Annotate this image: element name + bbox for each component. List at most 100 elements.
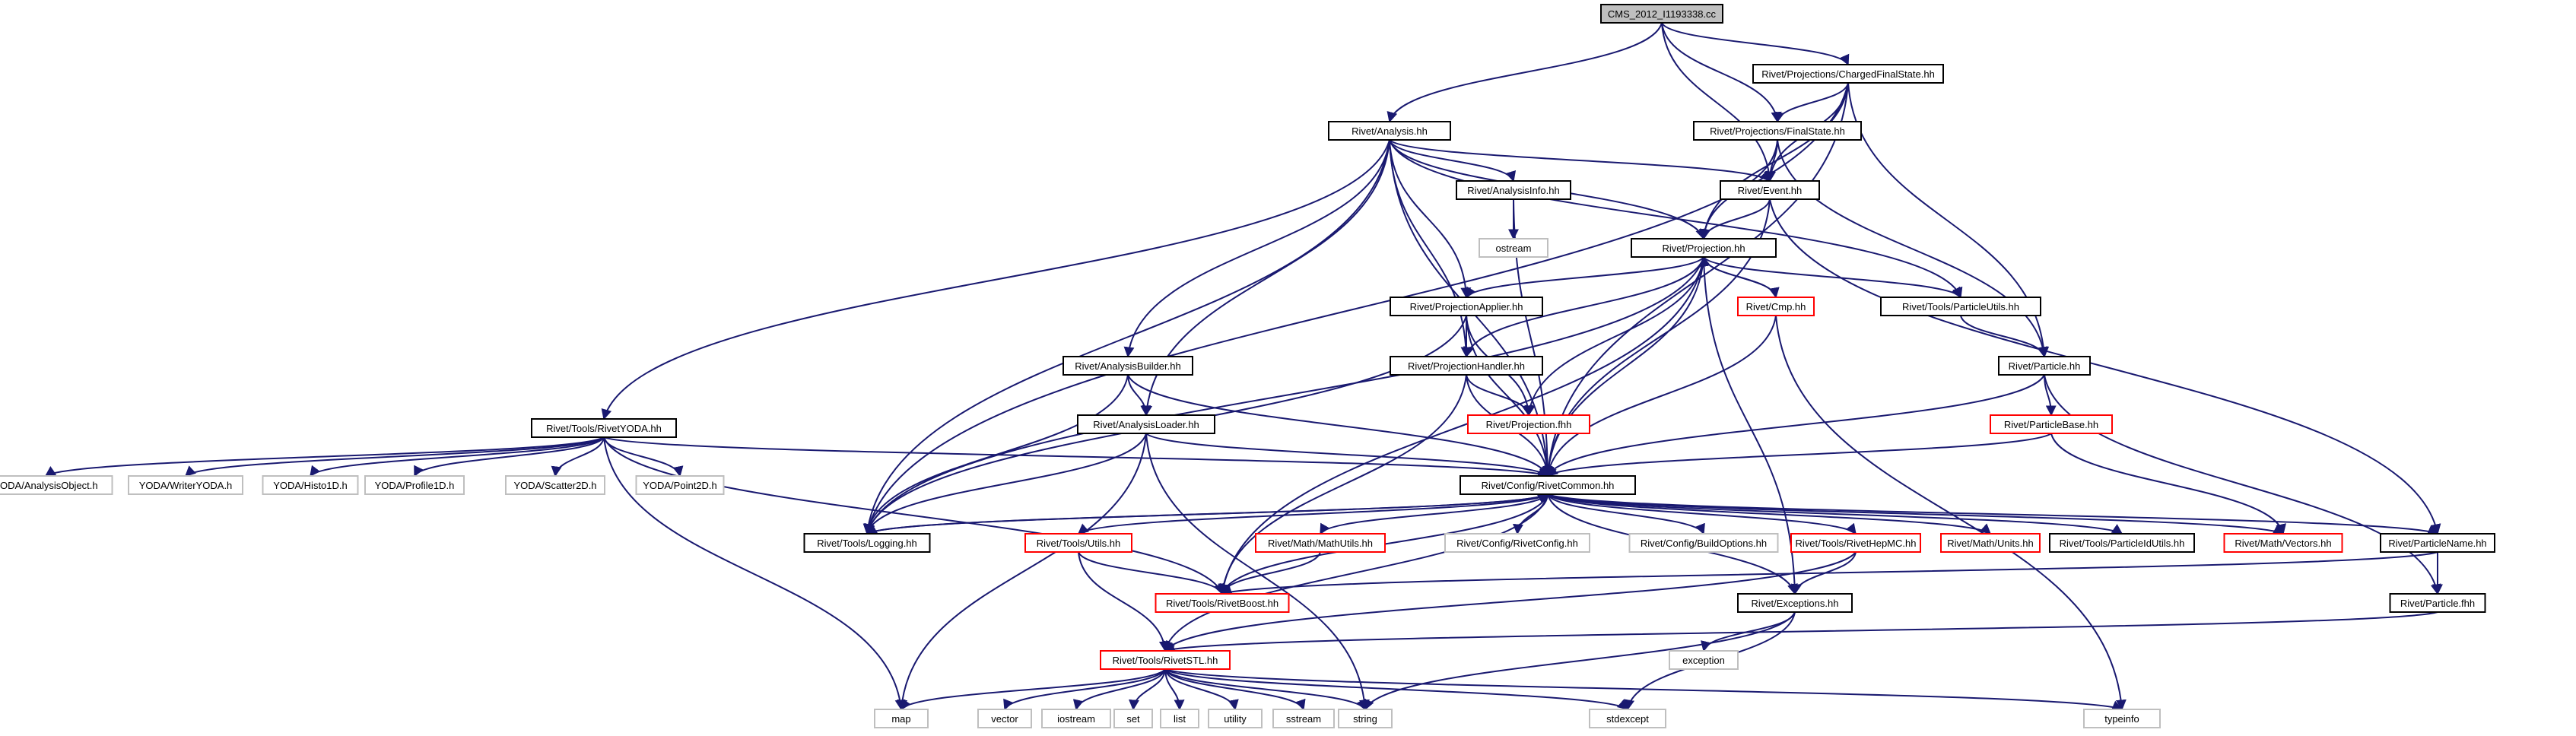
node-box (1062, 356, 1193, 376)
node-stdexcept: stdexcept (1589, 709, 1666, 728)
edge-projection-to-papplier (1466, 256, 1704, 299)
node-label: Rivet/Tools/Utils.hh (1037, 538, 1121, 549)
node-projection[interactable]: Rivet/Projection.hh (1631, 238, 1777, 258)
node-box (1041, 709, 1111, 728)
node-box (1589, 709, 1666, 728)
edge-putils-to-particle (1960, 315, 2048, 358)
node-utils[interactable]: Rivet/Tools/Utils.hh (1024, 533, 1132, 553)
node-label: Rivet/Config/BuildOptions.hh (1641, 538, 1767, 549)
edge-aloader-to-logging (864, 433, 1147, 535)
edge-projection-to-logging (865, 256, 1704, 535)
edge-stl-to-stdexcept (1164, 668, 1629, 710)
node-event[interactable]: Rivet/Event.hh (1720, 180, 1820, 200)
node-box (1390, 356, 1543, 376)
edge-analysis-to-ainfo (1389, 139, 1516, 182)
node-putils[interactable]: Rivet/Tools/ParticleUtils.hh (1880, 297, 2041, 316)
node-box (2380, 533, 2495, 553)
node-label: map (891, 713, 910, 725)
node-cmp[interactable]: Rivet/Cmp.hh (1737, 297, 1815, 316)
node-label: Rivet/Math/Vectors.hh (2235, 538, 2331, 549)
edge-fs-to-particle (1777, 139, 2049, 358)
edge-analysis-to-phandler (1389, 139, 1472, 358)
edge-common-to-bopts (1547, 493, 1705, 535)
node-label: vector (991, 713, 1018, 725)
node-yh1: YODA/Histo1D.h (262, 475, 359, 495)
node-logging[interactable]: Rivet/Tools/Logging.hh (803, 533, 931, 553)
node-fs[interactable]: Rivet/Projections/FinalState.hh (1693, 121, 1862, 141)
edge-stl-to-vector (1003, 668, 1166, 711)
node-vectors[interactable]: Rivet/Math/Vectors.hh (2223, 533, 2343, 553)
node-label: YODA/Histo1D.h (273, 480, 348, 491)
edge-root-to-analysis (1386, 22, 1663, 123)
node-label: string (1353, 713, 1377, 725)
node-box (1100, 650, 1231, 670)
node-ostream: ostream (1479, 238, 1548, 258)
node-box (1272, 709, 1335, 728)
edge-stl-to-list (1164, 668, 1185, 711)
node-rivetyoda[interactable]: Rivet/Tools/RivetYODA.hh (531, 418, 677, 438)
edge-stl-to-typeinfo (1164, 668, 2123, 711)
node-common[interactable]: Rivet/Config/RivetCommon.hh (1460, 475, 1636, 495)
edge-aloader-to-common (1145, 433, 1548, 477)
node-root[interactable]: CMS_2012_I1193338.cc (1600, 4, 1723, 24)
node-pidutils[interactable]: Rivet/Tools/ParticleIdUtils.hh (2049, 533, 2195, 553)
node-cfs[interactable]: Rivet/Projections/ChargedFinalState.hh (1752, 64, 1944, 84)
node-pfhh[interactable]: Rivet/Particle.fhh (2389, 593, 2486, 613)
node-box (531, 418, 677, 438)
node-label: ostream (1496, 243, 1532, 254)
node-boost[interactable]: Rivet/Tools/RivetBoost.hh (1155, 593, 1290, 613)
node-box (364, 475, 465, 495)
node-aloader[interactable]: Rivet/AnalysisLoader.hh (1077, 414, 1215, 434)
node-typeinfo: typeinfo (2083, 709, 2161, 728)
edge-utils-to-stl (1078, 551, 1170, 652)
node-abuilder[interactable]: Rivet/AnalysisBuilder.hh (1062, 356, 1193, 376)
node-pbase[interactable]: Rivet/ParticleBase.hh (1990, 414, 2113, 434)
node-ainfo[interactable]: Rivet/AnalysisInfo.hh (1456, 180, 1571, 200)
node-phandler[interactable]: Rivet/ProjectionHandler.hh (1390, 356, 1543, 376)
node-label: YODA/WriterYODA.h (139, 480, 233, 491)
node-yao: YODA/AnalysisObject.h (0, 475, 113, 495)
edge-stl-to-map (900, 668, 1166, 711)
node-analysis[interactable]: Rivet/Analysis.hh (1328, 121, 1451, 141)
node-projfhh[interactable]: Rivet/Projection.fhh (1467, 414, 1590, 434)
node-box (874, 709, 929, 728)
node-box (2083, 709, 2161, 728)
node-label: exception (1682, 655, 1725, 666)
edge-projection-to-boost (1218, 256, 1704, 595)
node-label: list (1174, 713, 1186, 725)
node-mathutils[interactable]: Rivet/Math/MathUtils.hh (1255, 533, 1386, 553)
edge-rivetyoda-to-yh1 (310, 436, 605, 477)
node-papplier[interactable]: Rivet/ProjectionApplier.hh (1390, 297, 1543, 316)
edge-pname-to-boost (1221, 551, 2438, 596)
node-box (128, 475, 243, 495)
node-map: map (874, 709, 929, 728)
node-exceptions[interactable]: Rivet/Exceptions.hh (1737, 593, 1853, 613)
node-hepmc[interactable]: Rivet/Tools/RivetHepMC.hh (1790, 533, 1921, 553)
node-pname[interactable]: Rivet/ParticleName.hh (2380, 533, 2495, 553)
node-units[interactable]: Rivet/Math/Units.hh (1940, 533, 2041, 553)
node-label: Rivet/ProjectionApplier.hh (1410, 301, 1523, 312)
edge-common-to-stl (1162, 493, 1548, 652)
node-box (1628, 533, 1779, 553)
edge-projection-to-common (1542, 256, 1704, 477)
node-ys2: YODA/Scatter2D.h (505, 475, 605, 495)
edge-analysis-to-logging (862, 139, 1390, 535)
edge-root-to-fs (1661, 22, 1782, 123)
edge-stl-to-iostream (1072, 668, 1166, 711)
edge-projection-to-projfhh (1524, 256, 1704, 417)
node-label: Rivet/Tools/RivetBoost.hh (1166, 598, 1278, 609)
node-label: Rivet/AnalysisLoader.hh (1093, 419, 1199, 430)
node-box (1752, 64, 1944, 84)
node-box (1998, 356, 2091, 376)
edge-analysis-to-papplier (1389, 139, 1472, 299)
node-label: Rivet/Projections/ChargedFinalState.hh (1761, 68, 1935, 80)
node-box (1160, 709, 1199, 728)
edge-stl-to-sstream (1164, 668, 1306, 711)
node-particle[interactable]: Rivet/Particle.hh (1998, 356, 2091, 376)
node-vector: vector (977, 709, 1032, 728)
node-stl[interactable]: Rivet/Tools/RivetSTL.hh (1100, 650, 1231, 670)
node-box (1467, 414, 1590, 434)
node-box (0, 475, 113, 495)
edge-rivetyoda-to-common (603, 436, 1549, 477)
